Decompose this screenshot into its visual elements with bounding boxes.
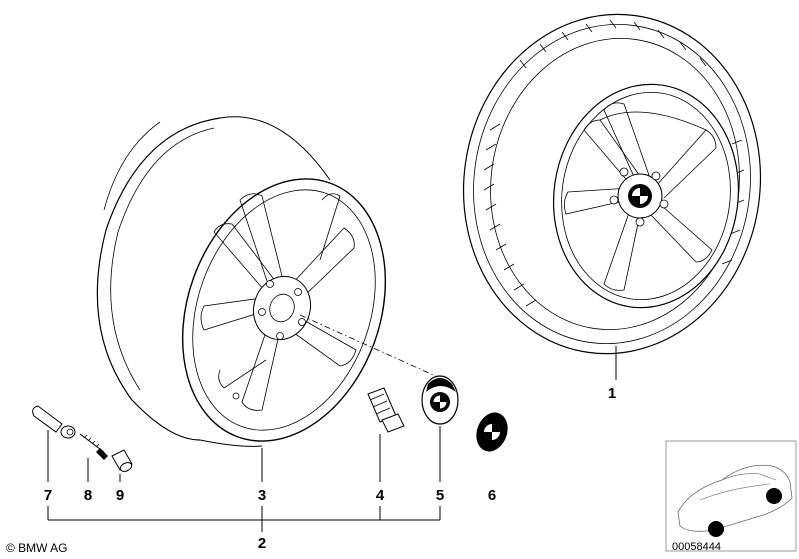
part-number-2: 2 [258, 535, 266, 552]
part-number-3: 3 [258, 487, 266, 504]
bmw-roundel-icon [628, 184, 652, 208]
bmw-emblem [476, 412, 508, 452]
bmw-roundel-icon [430, 392, 450, 412]
valve-cap [111, 449, 133, 482]
vehicle-locator-inset: 00058444 [665, 440, 797, 553]
wheel-bolt [367, 387, 405, 482]
hub-cap [421, 375, 459, 482]
part-number-7: 7 [44, 487, 52, 504]
reference-number: 00058444 [672, 541, 721, 553]
part-number-8: 8 [84, 487, 92, 504]
valve-stem [32, 405, 76, 482]
bmw-roundel-icon [484, 424, 500, 440]
rear-wheel-marker [766, 488, 782, 504]
part-number-5: 5 [436, 487, 444, 504]
part-number-6: 6 [488, 487, 496, 504]
front-wheel-marker [708, 521, 724, 537]
valve-core [79, 433, 108, 482]
alloy-rim [96, 116, 387, 482]
copyright-text: © BMW AG [6, 541, 68, 555]
group-bracket [47, 506, 441, 532]
part-number-9: 9 [116, 487, 124, 504]
assembly-axis-line [299, 314, 441, 379]
complete-wheel-assembly [462, 13, 762, 380]
part-number-1: 1 [608, 385, 616, 402]
part-number-4: 4 [376, 487, 385, 504]
